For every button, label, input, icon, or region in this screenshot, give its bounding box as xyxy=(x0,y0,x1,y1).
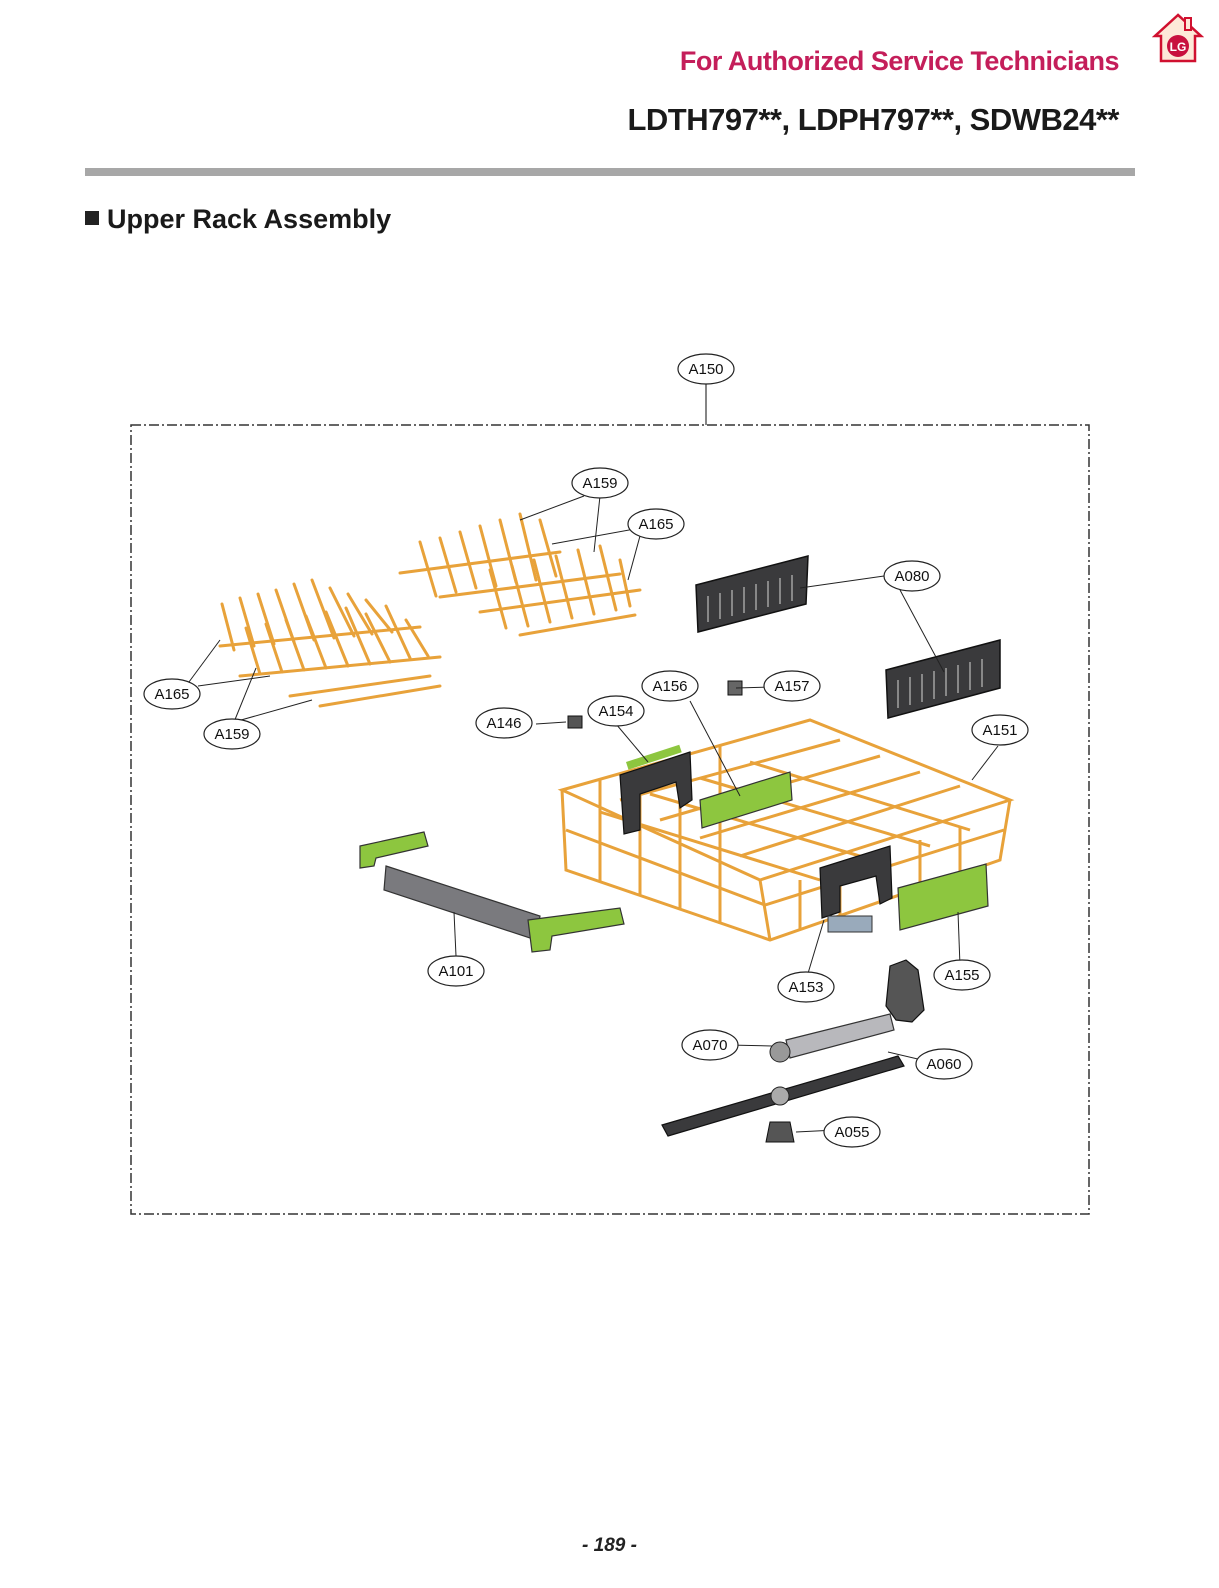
callout-a154: A154 xyxy=(598,703,633,720)
callout-a146: A146 xyxy=(486,715,521,732)
callout-a080: A080 xyxy=(894,568,929,585)
leader-lines xyxy=(185,495,999,1133)
left-tine-rows xyxy=(218,578,442,708)
center-tine-rows xyxy=(398,512,642,637)
lg-home-logo-icon: LG xyxy=(1152,13,1204,63)
a101-rail xyxy=(359,831,625,953)
header-subtitle: For Authorized Service Technicians xyxy=(679,46,1120,76)
callout-a070: A070 xyxy=(692,1037,727,1054)
model-numbers: LDTH797**, LDPH797**, SDWB24** xyxy=(627,102,1119,137)
section-title: Upper Rack Assembly xyxy=(85,204,391,235)
header-divider xyxy=(85,168,1135,176)
a080-comb-parts xyxy=(695,555,1001,719)
callout-a156: A156 xyxy=(652,678,687,695)
callout-labels: A150 A159 A165 A080 A165 A159 A156 A157 … xyxy=(154,361,1017,1141)
callout-a159-upper: A159 xyxy=(582,475,617,492)
callout-a165-left: A165 xyxy=(154,686,189,703)
callout-a151: A151 xyxy=(982,722,1017,739)
callout-a150: A150 xyxy=(688,361,723,378)
callout-a157: A157 xyxy=(774,678,809,695)
spray-arm-assembly xyxy=(661,959,925,1143)
callout-a159-left: A159 xyxy=(214,726,249,743)
a154-a156-handles xyxy=(567,680,989,933)
callout-a155: A155 xyxy=(944,967,979,984)
callout-bubbles xyxy=(143,353,1029,1148)
section-title-text: Upper Rack Assembly xyxy=(107,204,392,234)
callout-a153: A153 xyxy=(788,979,823,996)
assembly-boundary xyxy=(130,424,1090,1215)
svg-text:LG: LG xyxy=(1170,40,1187,54)
square-bullet-icon xyxy=(85,210,99,225)
callout-a060: A060 xyxy=(926,1056,961,1073)
callout-a165-upper: A165 xyxy=(638,516,673,533)
page-number: - 189 - xyxy=(582,1535,637,1556)
a151-upper-rack xyxy=(557,718,1015,942)
callout-a101: A101 xyxy=(438,963,473,980)
callout-a055: A055 xyxy=(834,1124,869,1141)
